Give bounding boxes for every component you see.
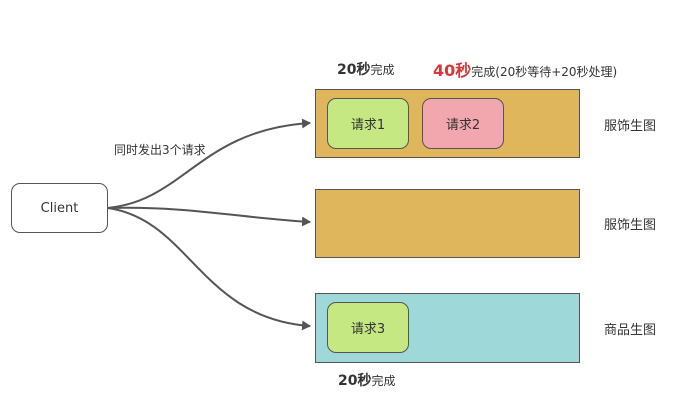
arrow-label: 同时发出3个请求 [114,143,206,157]
lane-3-service-label: 商品生图 [604,323,657,338]
note-top-right-time: 40秒 [433,61,472,80]
note-top-right-suffix: 完成(20秒等待+20秒处理) [471,65,618,79]
note-bottom-suffix: 完成 [371,374,396,388]
lane-1-service-label: 服饰生图 [604,119,657,134]
lane-3: 请求3 [315,293,580,363]
note-bottom: 20秒完成 [338,370,396,390]
note-top-left-time: 20秒 [337,62,371,78]
arrow-to-lane-1 [107,118,311,209]
note-top-right: 40秒完成(20秒等待+20秒处理) [433,57,617,81]
client-box: Client [11,183,108,233]
lane-2-service-label: 服饰生图 [604,218,657,233]
lane-1: 请求1 请求2 [315,89,580,158]
request-1: 请求1 [327,98,409,149]
arrow-to-lane-3 [107,207,311,331]
lane-2 [315,189,580,258]
request-3: 请求3 [327,302,409,353]
client-label: Client [40,200,79,216]
arrow-to-lane-2 [107,206,311,227]
note-top-left-suffix: 完成 [370,63,395,77]
request-3-label: 请求3 [350,322,386,337]
request-2-label: 请求2 [445,118,481,133]
request-2: 请求2 [422,98,504,149]
note-top-left: 20秒完成 [337,59,395,79]
note-bottom-time: 20秒 [338,373,372,389]
request-1-label: 请求1 [350,118,386,133]
